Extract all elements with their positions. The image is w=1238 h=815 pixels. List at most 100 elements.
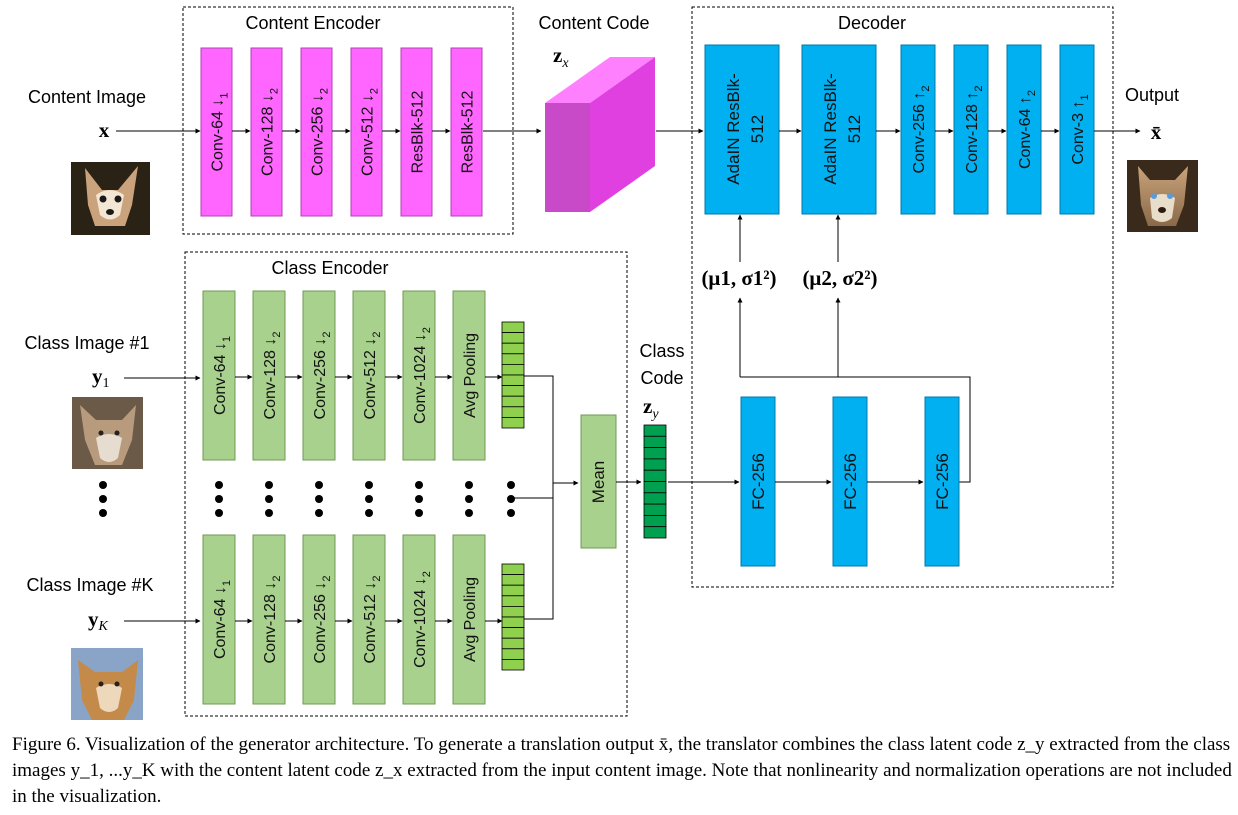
decoder-conv-block-1-label: Conv-256 ↑: [911, 92, 928, 174]
adain-params-2: (μ2, σ2²): [802, 266, 877, 290]
class-code-vector: [643, 424, 667, 539]
svg-text:Conv-128 ↓2: Conv-128 ↓2: [260, 88, 281, 176]
svg-text:Conv-3 ↑1: Conv-3 ↑1: [1070, 94, 1091, 164]
svg-text:FC-256: FC-256: [933, 453, 952, 510]
generator-architecture-diagram: Content Encoder Content Code Decoder Cla…: [24, 6, 1198, 720]
svg-text:Conv-64 ↑2: Conv-64 ↑2: [1017, 90, 1038, 169]
class-encoder-row-1-block-5-sub: 2: [421, 327, 433, 333]
output-image-cat: [1127, 160, 1198, 232]
content-encoder-block-3: Conv-256 ↓2: [300, 47, 333, 217]
class-encoder-row-1-block-2: Conv-128 ↓2: [252, 290, 286, 461]
class-encoder-row-1-block-1: Conv-64 ↓1: [202, 290, 236, 461]
mlp-fc-block-2: FC-256: [832, 396, 868, 567]
class-image-k-label: Class Image #K: [26, 575, 153, 595]
class-encoder-ellipsis-1: [215, 481, 223, 517]
content-encoder-block-3-label: Conv-256 ↓: [310, 94, 327, 176]
class-encoder-row-1-block-4: Conv-512 ↓2: [352, 290, 386, 461]
figure-caption: Figure 6. Visualization of the generator…: [12, 734, 1232, 807]
content-encoder-block-1-label: Conv-64 ↓: [210, 99, 227, 172]
decoder-frame: [691, 6, 1114, 588]
class-encoder-row-1-block-5-label: Conv-1024 ↓: [412, 333, 429, 424]
svg-text:FC-256: FC-256: [841, 453, 860, 510]
class-encoder-row-k-block-3: Conv-256 ↓2: [302, 534, 336, 705]
class-encoder-row-1-block-4-label: Conv-512 ↓: [362, 338, 379, 420]
class-encoder-row-1-block-2-label: Conv-128 ↓: [262, 338, 279, 420]
class-encoder-row-1-block-3: Conv-256 ↓2: [302, 290, 336, 461]
mlp-fc-block-3-label: FC-256: [933, 453, 952, 510]
content-encoder-block-4: Conv-512 ↓2: [350, 47, 383, 217]
class-encoder-row-1-block-5: Conv-1024 ↓2: [402, 290, 436, 461]
class-encoder-title: Class Encoder: [271, 258, 388, 278]
content-encoder-block-2: Conv-128 ↓2: [250, 47, 283, 217]
svg-text:Conv-256 ↑2: Conv-256 ↑2: [911, 86, 932, 174]
class-encoder-ellipsis-6: [465, 481, 473, 517]
svg-text:ResBlk-512: ResBlk-512: [410, 91, 427, 174]
content-image-dog: [71, 162, 150, 235]
content-encoder-block-1: Conv-64 ↓1: [200, 47, 233, 217]
class-encoder-row-k-block-4: Conv-512 ↓2: [352, 534, 386, 705]
decoder-title: Decoder: [838, 13, 906, 33]
svg-text:FC-256: FC-256: [749, 453, 768, 510]
content-encoder-frame: [182, 6, 514, 235]
class-encoder-row-k-block-6: Avg Pooling: [452, 534, 486, 705]
decoder-conv-block-4-label: Conv-3 ↑: [1070, 101, 1087, 165]
class-encoder-row-k-block-4-label: Conv-512 ↓: [362, 582, 379, 664]
class-image-1-cougar: [72, 397, 143, 469]
decoder-adain-block-2-line-2: 512: [845, 115, 864, 143]
content-code-tensor: [545, 57, 655, 212]
mlp-fc-block-1: FC-256: [740, 396, 776, 567]
class-encoder-row-k-block-2: Conv-128 ↓2: [252, 534, 286, 705]
content-code-symbol: zx: [553, 43, 569, 71]
mlp-fc-block-2-label: FC-256: [841, 453, 860, 510]
svg-text:Conv-128 ↑2: Conv-128 ↑2: [964, 86, 985, 174]
class-encoder-row-k-block-1: Conv-64 ↓1: [202, 534, 236, 705]
mean-block: Mean: [580, 414, 617, 549]
class-image-1-label: Class Image #1: [24, 333, 149, 353]
svg-text:Mean: Mean: [589, 461, 608, 504]
svg-text:Conv-512 ↓2: Conv-512 ↓2: [362, 576, 383, 664]
content-image-label: Content Image: [28, 87, 146, 107]
decoder-conv-block-2-sub: 2: [973, 86, 985, 92]
class-encoder-row-1-block-2-sub: 2: [271, 332, 283, 338]
class-encoder-row-k-block-5: Conv-1024 ↓2: [402, 534, 436, 705]
class-encoder-row-k-block-5-sub: 2: [421, 571, 433, 577]
svg-text:Conv-256 ↓2: Conv-256 ↓2: [312, 576, 333, 664]
svg-text:Conv-64 ↓1: Conv-64 ↓1: [212, 580, 233, 659]
svg-text:Conv-1024 ↓2: Conv-1024 ↓2: [412, 327, 433, 424]
class-code-symbol: zy: [643, 394, 659, 422]
decoder-conv-block-2-label: Conv-128 ↑: [964, 92, 981, 174]
class-encoder-row-1-block-6: Avg Pooling: [452, 290, 486, 461]
class-image-k-cougar: [71, 648, 143, 720]
svg-text:Avg Pooling: Avg Pooling: [462, 333, 479, 418]
decoder-conv-block-1: Conv-256 ↑2: [900, 44, 936, 215]
class-image-1-symbol: y1: [92, 364, 110, 391]
decoder-adain-block-2: AdaIN ResBlk-512: [801, 44, 877, 215]
content-encoder-block-5: ResBlk-512: [400, 47, 433, 217]
content-encoder-block-6: ResBlk-512: [450, 47, 483, 217]
decoder-adain-block-1: AdaIN ResBlk-512: [704, 44, 780, 215]
decoder-adain-block-1-line-2: 512: [748, 115, 767, 143]
class-encoder-row-k-block-3-sub: 2: [321, 576, 333, 582]
class-encoder-row-k-block-2-sub: 2: [271, 576, 283, 582]
class-encoder-row-1-block-6-label: Avg Pooling: [462, 333, 479, 418]
decoder-conv-block-2: Conv-128 ↑2: [953, 44, 989, 215]
class-code-vector-1: [501, 321, 525, 429]
content-encoder-block-4-sub: 2: [369, 88, 381, 94]
content-encoder-block-1-sub: 1: [219, 92, 231, 98]
svg-text:Conv-256 ↓2: Conv-256 ↓2: [312, 332, 333, 420]
content-encoder-block-5-label: ResBlk-512: [410, 91, 427, 174]
decoder-conv-block-3-label: Conv-64 ↑: [1017, 96, 1034, 169]
svg-text:Conv-512 ↓2: Conv-512 ↓2: [360, 88, 381, 176]
decoder-conv-block-3-sub: 2: [1026, 90, 1038, 96]
class-encoder-row-k-block-1-sub: 1: [221, 580, 233, 586]
svg-text:Conv-64 ↓1: Conv-64 ↓1: [212, 336, 233, 415]
class-encoder-frame: [184, 251, 628, 717]
svg-text:Conv-64 ↓1: Conv-64 ↓1: [210, 92, 231, 171]
decoder-conv-block-1-sub: 2: [920, 86, 932, 92]
class-encoder-ellipsis-7: [507, 481, 515, 517]
content-encoder-block-4-label: Conv-512 ↓: [360, 94, 377, 176]
class-code-vector-k: [501, 563, 525, 671]
content-code-label: Content Code: [538, 13, 649, 33]
svg-text:ResBlk-512: ResBlk-512: [460, 91, 477, 174]
class-encoder-row-1-block-3-label: Conv-256 ↓: [312, 338, 329, 420]
